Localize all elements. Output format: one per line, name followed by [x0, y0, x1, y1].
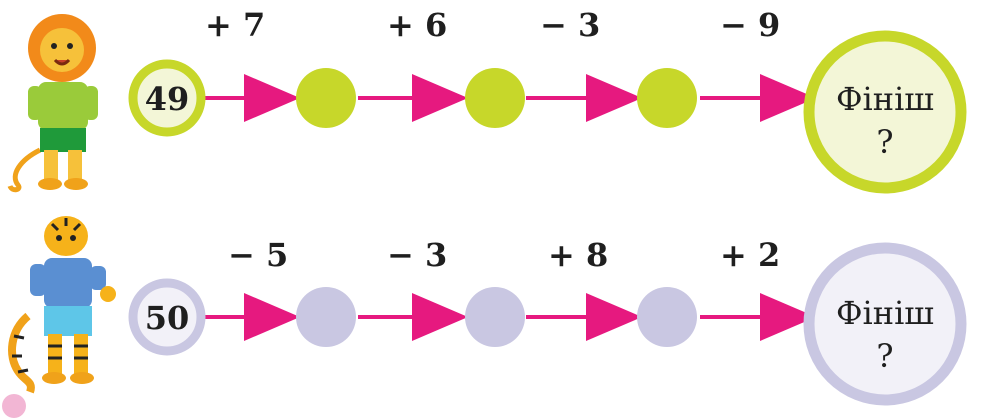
chain-row-1: 49 Фініш ? + 7 + 6 − 3 − 9 [0, 0, 983, 200]
answer-circle[interactable] [465, 287, 525, 347]
operation-label: + 6 [387, 6, 447, 44]
answer-circle[interactable] [465, 68, 525, 128]
chain-graphic-1: 49 Фініш ? [0, 0, 983, 200]
operation-label: + 2 [720, 236, 780, 274]
answer-circle[interactable] [637, 68, 697, 128]
operation-label: + 7 [205, 6, 265, 44]
answer-circle[interactable] [296, 68, 356, 128]
start-number: 49 [145, 80, 190, 118]
finish-label: Фініш [836, 80, 934, 118]
start-number: 50 [145, 299, 190, 337]
chain-graphic-2: 50 Фініш ? [0, 206, 983, 406]
finish-question: ? [876, 337, 893, 375]
answer-circle[interactable] [637, 287, 697, 347]
decorative-dot [2, 394, 26, 418]
chain-row-2: 50 Фініш ? − 5 − 3 + 8 + 2 [0, 206, 983, 406]
operation-label: − 5 [228, 236, 288, 274]
finish-label: Фініш [836, 294, 934, 332]
answer-circle[interactable] [296, 287, 356, 347]
operation-label: − 3 [387, 236, 447, 274]
operation-label: − 3 [540, 6, 600, 44]
operation-label: + 8 [548, 236, 608, 274]
operation-label: − 9 [720, 6, 780, 44]
finish-question: ? [876, 123, 893, 161]
